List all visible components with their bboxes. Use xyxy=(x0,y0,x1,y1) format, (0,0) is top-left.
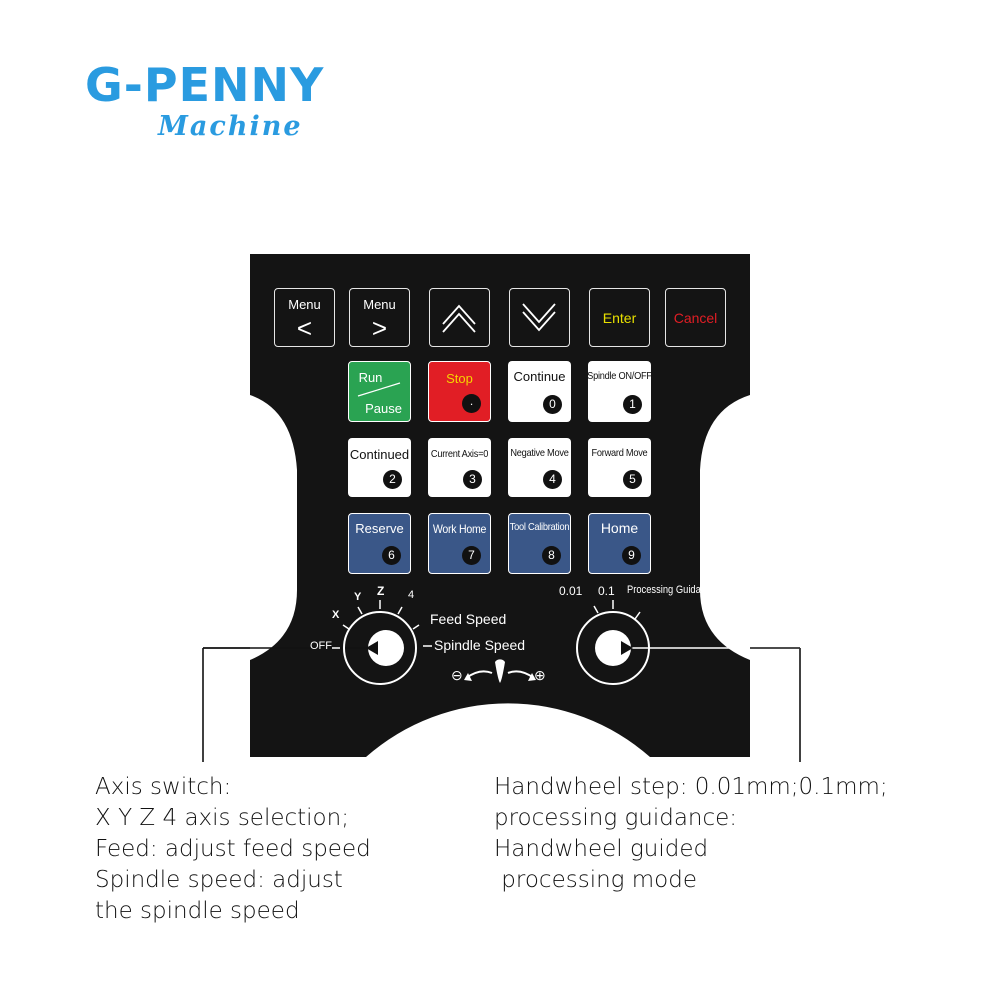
run-pause-button[interactable]: Run Pause xyxy=(348,361,411,422)
spindle-speed-label: Spindle Speed xyxy=(434,637,526,653)
step-label-01: 0.1 xyxy=(598,584,615,598)
axis-label-off: OFF xyxy=(310,640,332,652)
axis-caption-line-5: the spindle speed xyxy=(95,898,300,924)
menu-right-button[interactable]: Menu > xyxy=(349,288,410,347)
menu-left-button[interactable]: Menu < xyxy=(274,288,335,347)
enter-button[interactable]: Enter xyxy=(589,288,650,347)
current-axis-zero-button[interactable]: Current Axis=0 3 xyxy=(428,438,491,497)
step-label-001: 0.01 xyxy=(559,584,583,598)
brand-logo: G-PENNY xyxy=(85,58,325,112)
axis-caption-line-4: Spindle speed: adjust xyxy=(95,867,343,893)
step-caption-line-4: processing mode xyxy=(494,867,698,893)
step-caption-line-3: Handwheel guided xyxy=(494,836,709,862)
axis-label-z: Z xyxy=(377,584,385,598)
axis-caption-line-3: Feed: adjust feed speed xyxy=(95,836,371,862)
cancel-button[interactable]: Cancel xyxy=(665,288,726,347)
slash-divider xyxy=(357,382,401,397)
axis-label-4: 4 xyxy=(408,589,415,601)
axis-label-x: X xyxy=(332,609,340,621)
down-button[interactable] xyxy=(509,288,570,347)
forward-move-button[interactable]: Forward Move 5 xyxy=(588,438,651,497)
continue-button[interactable]: Continue 0 xyxy=(508,361,571,422)
negative-move-button[interactable]: Negative Move 4 xyxy=(508,438,571,497)
step-caption-line-2: processing guidance: xyxy=(494,805,738,831)
double-chevron-down-icon xyxy=(522,303,556,332)
axis-caption-line-2: X Y Z 4 axis selection; xyxy=(95,805,349,831)
tool-calibration-button[interactable]: Tool Calibration 8 xyxy=(508,513,571,574)
step-caption-line-1: Handwheel step: 0.01mm;0.1mm; xyxy=(494,774,888,800)
up-button[interactable] xyxy=(429,288,490,347)
minus-icon: ⊖ xyxy=(451,667,463,683)
double-chevron-up-icon xyxy=(442,304,476,333)
home-button[interactable]: Home 9 xyxy=(588,513,651,574)
reserve-button[interactable]: Reserve 6 xyxy=(348,513,411,574)
feed-speed-label: Feed Speed xyxy=(430,611,507,627)
spindle-on-off-button[interactable]: Spindle ON/OFF 1 xyxy=(587,361,652,422)
axis-label-y: Y xyxy=(354,591,362,603)
arrow-right-icon: > xyxy=(371,313,388,343)
processing-guidance-label: Processing Guidance xyxy=(627,584,716,596)
work-home-button[interactable]: Work Home 7 xyxy=(428,513,491,574)
plus-icon: ⊕ xyxy=(534,667,546,683)
step-switch-knob xyxy=(576,600,650,685)
stop-button[interactable]: Stop . xyxy=(428,361,491,422)
arrow-left-icon: < xyxy=(296,313,313,343)
handwheel-direction-indicator xyxy=(464,659,536,683)
brand-tagline: Machine xyxy=(158,111,303,142)
axis-switch-knob xyxy=(332,600,432,685)
axis-caption-line-1: Axis switch: xyxy=(95,774,232,800)
continued-button[interactable]: Continued 2 xyxy=(348,438,411,497)
